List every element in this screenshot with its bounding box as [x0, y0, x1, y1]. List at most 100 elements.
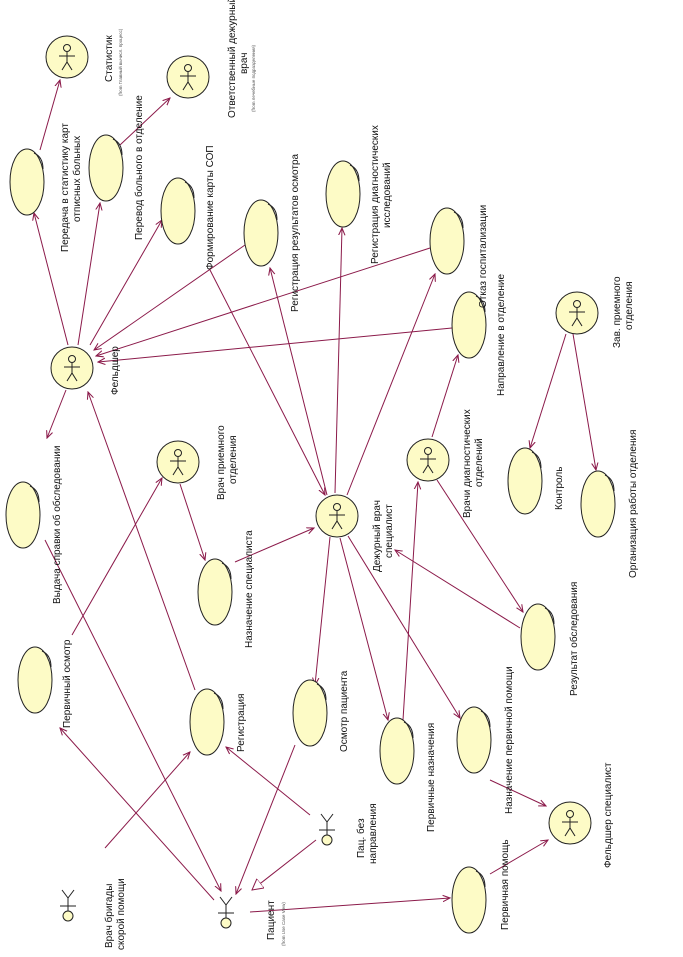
edge-patient-first-aid — [249, 898, 450, 913]
edge-first-aid-feldsher-spec — [489, 840, 548, 875]
actor-statistician-icon[interactable] — [45, 35, 89, 79]
edge-transfer-patient-dutydoctor — [119, 98, 170, 146]
edge-refusal-feldsher — [96, 247, 431, 356]
actor-ambulance-doctor-icon[interactable] — [60, 889, 76, 922]
label-diag-reg-1: Регистрация диагностических — [370, 125, 381, 264]
label-organization: Организация работы отделения — [627, 430, 639, 578]
label-patient: Пациент — [266, 900, 277, 940]
label-refusal: Отказ госпитализации — [478, 205, 489, 308]
edge-assign-specialist — [234, 528, 314, 563]
label-diag-reg-2: исследований — [382, 162, 393, 228]
label-first-aid-assign: Назначение первичной помощи — [504, 666, 515, 814]
use-case-diag-reg[interactable] — [325, 160, 361, 228]
label-duty-specialist-1: Дежурный врач — [372, 500, 383, 572]
use-case-control[interactable] — [507, 447, 543, 515]
label-referral: Направление в отделение — [496, 274, 507, 396]
edge-ambulance-registration — [104, 752, 190, 849]
actor-feldsher-icon[interactable] — [50, 346, 94, 390]
edge-exam-result-specialist — [395, 550, 521, 629]
label-transfer-stat-1: Передача в статистику карт — [60, 123, 71, 252]
use-case-exam-reg[interactable] — [243, 199, 279, 267]
use-case-first-aid-assign[interactable] — [456, 706, 492, 774]
use-case-refusal[interactable] — [429, 207, 465, 275]
use-case-exam-result[interactable] — [520, 603, 556, 671]
use-cases — [5, 134, 616, 934]
label-registration: Регистрация — [236, 694, 247, 752]
edge-specialist-refusal — [346, 274, 435, 496]
edge-patient-exam-patient — [236, 744, 296, 894]
use-case-registration[interactable] — [189, 688, 225, 756]
use-case-first-aid[interactable] — [451, 866, 487, 934]
actor-duty-specialist-icon[interactable] — [315, 494, 359, 538]
use-case-transfer-patient[interactable] — [88, 134, 124, 202]
label-initial-assignments: Первичные назначения — [426, 723, 437, 832]
actors — [45, 35, 599, 929]
label-ambulance-1: Врач бригады — [103, 884, 115, 948]
edge-head-organization — [572, 333, 596, 470]
edge-sop-specialist — [209, 269, 325, 495]
use-case-certificate[interactable] — [5, 481, 41, 549]
label-first-aid: Первичная помощь — [500, 839, 511, 930]
edge-diag-exam-result — [436, 479, 523, 612]
label-feldsher: Фельдшер — [110, 346, 121, 395]
actor-diagnostic-doctors-icon[interactable] — [406, 438, 450, 482]
label-statistician: Статистик — [104, 35, 115, 82]
label-no-referral-2: направления — [368, 803, 379, 864]
association-edges — [34, 80, 596, 913]
label-sop: Формирование карты СОП — [205, 145, 216, 270]
actor-no-referral-icon[interactable] — [319, 813, 335, 846]
label-duty-specialist-2: специалист — [384, 504, 395, 558]
edge-patient-initial-exam — [60, 728, 215, 901]
use-case-assign-specialist[interactable] — [197, 558, 233, 626]
edge-feldsher-transfer-patient — [77, 203, 100, 346]
edge-feldsher-certificate — [47, 389, 67, 438]
edge-registration-feldsher — [88, 392, 196, 691]
edge-feldsher-sop — [89, 220, 162, 346]
label-head-admission-2: отделения — [624, 281, 635, 330]
actor-patient-icon[interactable] — [218, 896, 234, 929]
label-statistician-note: (from Главный вычисл. процесс) — [117, 28, 123, 96]
edge-admission-assign-specialist — [179, 483, 205, 560]
actor-duty-doctor-icon[interactable] — [166, 55, 210, 99]
edge-initial-assign-diag — [402, 482, 418, 721]
label-ambulance-2: скорой помощи — [116, 878, 127, 950]
actor-head-admission-icon[interactable] — [555, 291, 599, 335]
edge-specialist-exam-reg — [270, 268, 328, 496]
use-case-organization[interactable] — [580, 470, 616, 538]
edge-initial-exam-admission — [71, 478, 162, 636]
edge-specialist-first-aid-assign — [347, 535, 460, 718]
edge-exam-reg-feldsher — [94, 244, 246, 350]
use-case-transfer-stat[interactable] — [9, 148, 45, 216]
edge-diag-referral — [431, 355, 458, 438]
label-control: Контроль — [554, 467, 565, 510]
edge-transfer-stat-statistician — [39, 80, 60, 151]
use-case-referral[interactable] — [451, 291, 487, 359]
label-exam-result: Результат обследования — [568, 582, 580, 696]
label-certificate: Выдача справки об обследовании — [51, 446, 63, 604]
label-duty-doctor-note: (from лечебные подразделения) — [251, 44, 256, 112]
label-transfer-stat-2: отписных больных — [71, 136, 83, 222]
edge-specialist-patient-exam — [315, 536, 331, 685]
label-patient-exam: Осмотр пациента — [339, 670, 350, 752]
use-case-patient-exam[interactable] — [292, 679, 328, 747]
use-case-sop[interactable] — [160, 177, 196, 245]
label-head-admission-1: Зав. приемного — [612, 276, 623, 348]
labels: Статистик (from Главный вычисл. процесс)… — [51, 0, 639, 950]
actor-feldsher-specialist-icon[interactable] — [548, 801, 592, 845]
use-case-initial-exam[interactable] — [17, 646, 53, 714]
use-case-initial-assignments[interactable] — [379, 717, 415, 785]
edge-specialist-diag-reg — [334, 228, 342, 494]
label-no-referral-1: Пац. без — [355, 818, 367, 858]
label-duty-doctor-1: Ответственный дежурный — [227, 0, 238, 118]
label-admission-doctor-1: Врач приемного — [216, 425, 227, 500]
edge-head-control — [530, 333, 567, 448]
label-admission-doctor-2: отделения — [228, 435, 239, 484]
label-feldsher-specialist: Фельдшер специалист — [603, 762, 614, 868]
edge-feldsher-transfer-stat — [34, 213, 69, 346]
edge-referral-feldsher — [98, 327, 453, 362]
actor-admission-doctor-icon[interactable] — [156, 440, 200, 484]
label-diagnostic-doctors-2: отделений — [474, 438, 485, 487]
label-diagnostic-doctors-1: Врачи диагностических — [462, 409, 473, 518]
